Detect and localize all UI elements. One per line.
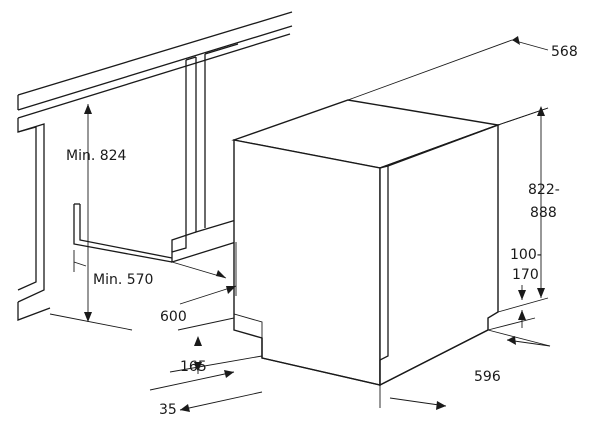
label-height-range-1: 822- xyxy=(528,182,560,198)
label-plinth-35: 35 xyxy=(159,402,177,418)
label-depth-568: 568 xyxy=(551,44,578,60)
label-min-824: Min. 824 xyxy=(66,148,127,164)
dishwasher-appliance xyxy=(231,99,501,387)
label-height-range-2: 888 xyxy=(530,205,557,221)
label-width-600: 600 xyxy=(160,309,187,325)
label-width-596: 596 xyxy=(474,369,501,385)
label-plinth-range-2: 170 xyxy=(512,267,539,283)
dimension-lines xyxy=(49,36,551,412)
label-plinth-165: 165 xyxy=(180,359,207,375)
label-min-570: Min. 570 xyxy=(93,272,153,288)
label-plinth-range-1: 100- xyxy=(510,247,542,263)
kitchen-niche xyxy=(17,11,293,321)
